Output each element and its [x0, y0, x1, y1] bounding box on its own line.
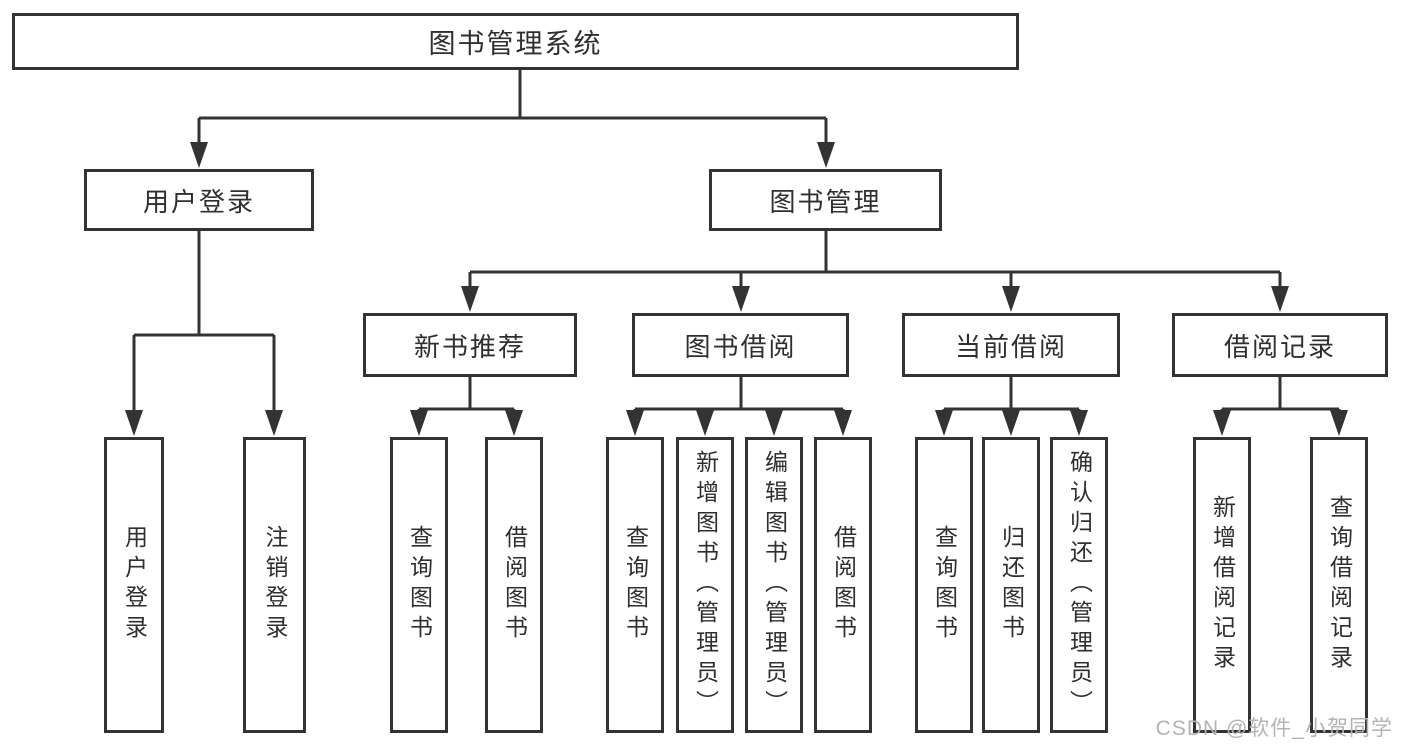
leaf-borrow-books-recommend: 借阅图书 [485, 437, 543, 733]
leaf-borrow-books-borrowing: 借阅图书 [814, 437, 872, 733]
connector-root-to-level2 [197, 70, 828, 144]
arrowheads [125, 142, 1348, 436]
leaf-return-books: 归还图书 [982, 437, 1040, 733]
leaf-confirm-return-admin: 确认归还（管理员） [1050, 437, 1108, 733]
node-book-borrowing: 图书借阅 [632, 313, 849, 377]
node-borrowing-records: 借阅记录 [1172, 313, 1388, 377]
node-user-login: 用户登录 [84, 169, 314, 231]
watermark: CSDN @软件_小贺同学 [1155, 717, 1393, 740]
connector-new-book-recommendation-branch [417, 377, 516, 414]
node-current-borrowing: 当前借阅 [902, 313, 1120, 377]
leaf-add-book-admin: 新增图书（管理员） [676, 437, 734, 733]
leaf-user-login: 用户登录 [104, 437, 164, 733]
node-book-management: 图书管理 [709, 169, 942, 231]
leaf-query-borrow-record: 查询借阅记录 [1310, 437, 1368, 733]
leaf-edit-book-admin: 编辑图书（管理员） [745, 437, 803, 733]
leaf-query-books-current: 查询图书 [915, 437, 973, 733]
connector-book-borrowing-branch [633, 377, 845, 414]
connector-current-borrowing-branch [942, 377, 1081, 414]
leaf-logout: 注销登录 [243, 437, 306, 733]
connector-book-management-branch [468, 231, 1282, 288]
leaf-query-books-recommend: 查询图书 [390, 437, 448, 733]
connector-user-login-branch [132, 231, 276, 412]
node-new-book-recommendation: 新书推荐 [363, 313, 577, 377]
node-library-system: 图书管理系统 [12, 13, 1019, 70]
connector-borrowing-records-branch [1220, 377, 1341, 414]
leaf-add-borrow-record: 新增借阅记录 [1193, 437, 1251, 733]
leaf-query-books-borrowing: 查询图书 [606, 437, 664, 733]
